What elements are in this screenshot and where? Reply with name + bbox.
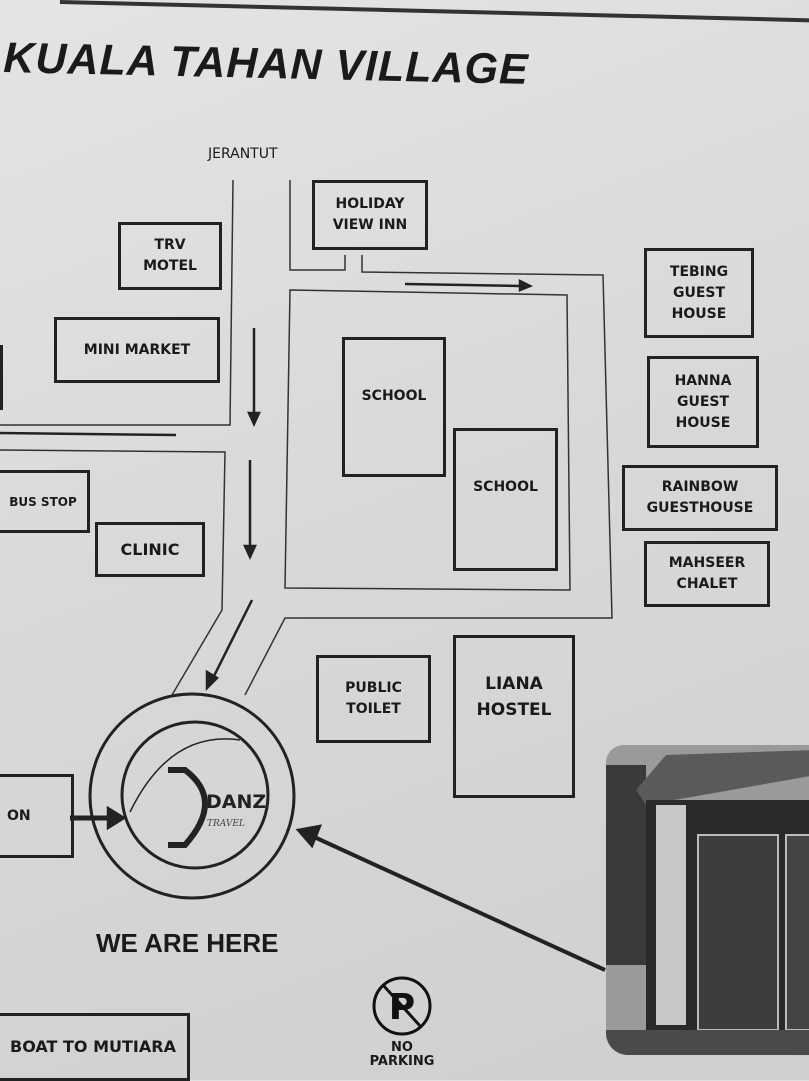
logo-subtext: TRAVEL (207, 819, 245, 829)
place-holiday-view-inn: HOLIDAY VIEW INN (312, 180, 428, 250)
arrow-east (404, 282, 521, 288)
school-block (284, 289, 571, 591)
place-tebing-guest-house: TEBING GUEST HOUSE (644, 248, 754, 338)
no-parking-icon: P (372, 976, 432, 1036)
place-liana-hostel: LIANA HOSTEL (453, 635, 575, 798)
place-cut-off-left: ON (0, 774, 74, 858)
cut-off-box (0, 345, 3, 410)
here-marker (88, 692, 296, 900)
place-mini-market: MINI MARKET (54, 317, 220, 383)
place-public-toilet: PUBLIC TOILET (316, 655, 431, 743)
road-edge-right (244, 180, 613, 696)
road-label-jerantut: JERANTUT (208, 146, 278, 162)
no-parking-sign: P NO PARKING (366, 975, 438, 1070)
place-trv-motel: TRV MOTEL (118, 222, 222, 290)
place-rainbow-guesthouse: RAINBOW GUESTHOUSE (622, 465, 778, 531)
road-centerline (0, 431, 177, 437)
road-edge-left-upper (0, 179, 234, 426)
place-clinic: CLINIC (95, 522, 205, 577)
we-are-here-label: WE ARE HERE (96, 928, 279, 958)
place-school-1: SCHOOL (342, 337, 446, 477)
arrow-from-photo (311, 834, 606, 972)
place-mahseer-chalet: MAHSEER CHALET (644, 541, 770, 607)
road-edge-left-lower (0, 449, 226, 696)
place-hanna-guest-house: HANNA GUEST HOUSE (647, 356, 759, 448)
logo-text: DANZ (206, 791, 266, 813)
place-boat-to-mutiara: BOAT TO MUTIARA (0, 1013, 190, 1081)
arrow-southwest (211, 599, 254, 679)
place-school-2: SCHOOL (453, 428, 558, 571)
place-bus-stop: BUS STOP (0, 470, 90, 533)
no-parking-text: NO PARKING (369, 1040, 435, 1070)
building-photo (606, 745, 809, 1055)
